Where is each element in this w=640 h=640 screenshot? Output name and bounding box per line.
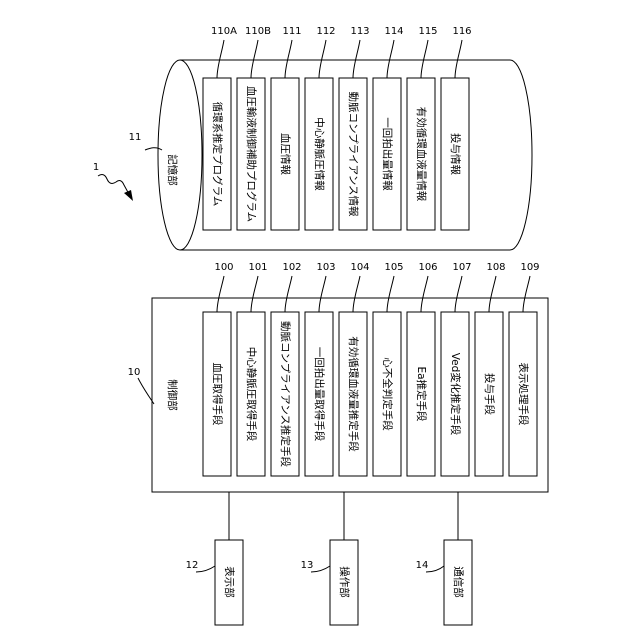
operation-unit-label: 操作部 <box>338 566 351 598</box>
storage-item-label: 有効循環血液量情報 <box>415 107 428 202</box>
leader-line <box>145 148 162 150</box>
peripheral-ref: 14 <box>416 560 429 571</box>
leader-line <box>285 40 292 78</box>
control-item-ref: 109 <box>520 262 539 273</box>
storage-item-ref: 115 <box>418 26 437 37</box>
control-item-label: Ea推定手段 <box>415 366 428 422</box>
control-item-ref: 101 <box>248 262 267 273</box>
control-item-ref: 108 <box>486 262 505 273</box>
leader-line <box>353 40 360 78</box>
control-item-ref: 100 <box>214 262 233 273</box>
figure-ref-label: 1 <box>93 162 99 173</box>
storage-item-ref: 110B <box>245 26 271 37</box>
leader-line <box>523 276 530 312</box>
leader-line <box>455 276 462 312</box>
control-item-ref: 103 <box>316 262 335 273</box>
control-item-ref: 102 <box>282 262 301 273</box>
storage-item-ref: 113 <box>350 26 369 37</box>
peripheral-ref: 12 <box>186 560 199 571</box>
storage-item-ref: 111 <box>282 26 301 37</box>
leader-line <box>387 276 394 312</box>
storage-item-label: 循環系推定プログラム <box>211 102 224 207</box>
control-item-label: 中心静脈圧取得手段 <box>245 347 258 442</box>
communication-unit-label: 通信部 <box>452 566 465 598</box>
leader-line <box>489 276 496 312</box>
storage-cylinder-top <box>158 60 202 250</box>
control-item-label: 一回拍出量取得手段 <box>313 347 326 442</box>
control-item-ref: 104 <box>350 262 369 273</box>
leader-line <box>251 276 258 312</box>
storage-item-ref: 112 <box>316 26 335 37</box>
leader-line <box>217 40 224 78</box>
control-item-label: 有効循環血液量推定手段 <box>347 336 360 452</box>
storage-item-label: 血圧情報 <box>279 133 292 175</box>
control-item-ref: 105 <box>384 262 403 273</box>
leader-line <box>319 276 326 312</box>
control-item-label: 動脈コンプライアンス推定手段 <box>279 321 292 468</box>
control-unit-label: 制御部 <box>166 379 179 411</box>
control-item-label: 投与手段 <box>483 373 496 415</box>
storage-item-label: 血圧輸液制御補助プログラム <box>245 86 258 222</box>
storage-unit-label: 記憶部 <box>166 154 179 186</box>
storage-item-ref: 116 <box>452 26 471 37</box>
storage-item-label: 一回拍出量情報 <box>381 117 394 191</box>
control-item-label: 血圧取得手段 <box>211 363 224 426</box>
leader-line <box>196 566 215 572</box>
leader-line <box>311 566 330 572</box>
leader-line <box>353 276 360 312</box>
leader-line <box>387 40 394 78</box>
leader-line <box>421 276 428 312</box>
display-unit-label: 表示部 <box>223 566 236 598</box>
leader-line <box>319 40 326 78</box>
storage-item-ref: 110A <box>211 26 237 37</box>
leader-line <box>217 276 224 312</box>
control-item-label: 表示処理手段 <box>517 363 530 426</box>
storage-item-ref: 114 <box>384 26 403 37</box>
leader-line <box>455 40 462 78</box>
leader-line <box>251 40 258 78</box>
storage-ref-label: 11 <box>129 132 142 143</box>
control-ref-label: 10 <box>128 367 141 378</box>
arrowhead-icon <box>124 190 133 201</box>
storage-item-label: 投与情報 <box>449 133 462 175</box>
storage-item-label: 動脈コンプライアンス情報 <box>347 91 360 217</box>
leader-line <box>421 40 428 78</box>
storage-item-label: 中心静脈圧情報 <box>313 117 326 191</box>
control-item-label: 心不全判定手段 <box>381 357 394 431</box>
control-item-label: Ved変化推定手段 <box>449 353 462 436</box>
control-item-ref: 107 <box>452 262 471 273</box>
leader-line <box>426 566 444 572</box>
peripheral-ref: 13 <box>301 560 314 571</box>
leader-line <box>285 276 292 312</box>
control-item-ref: 106 <box>418 262 437 273</box>
